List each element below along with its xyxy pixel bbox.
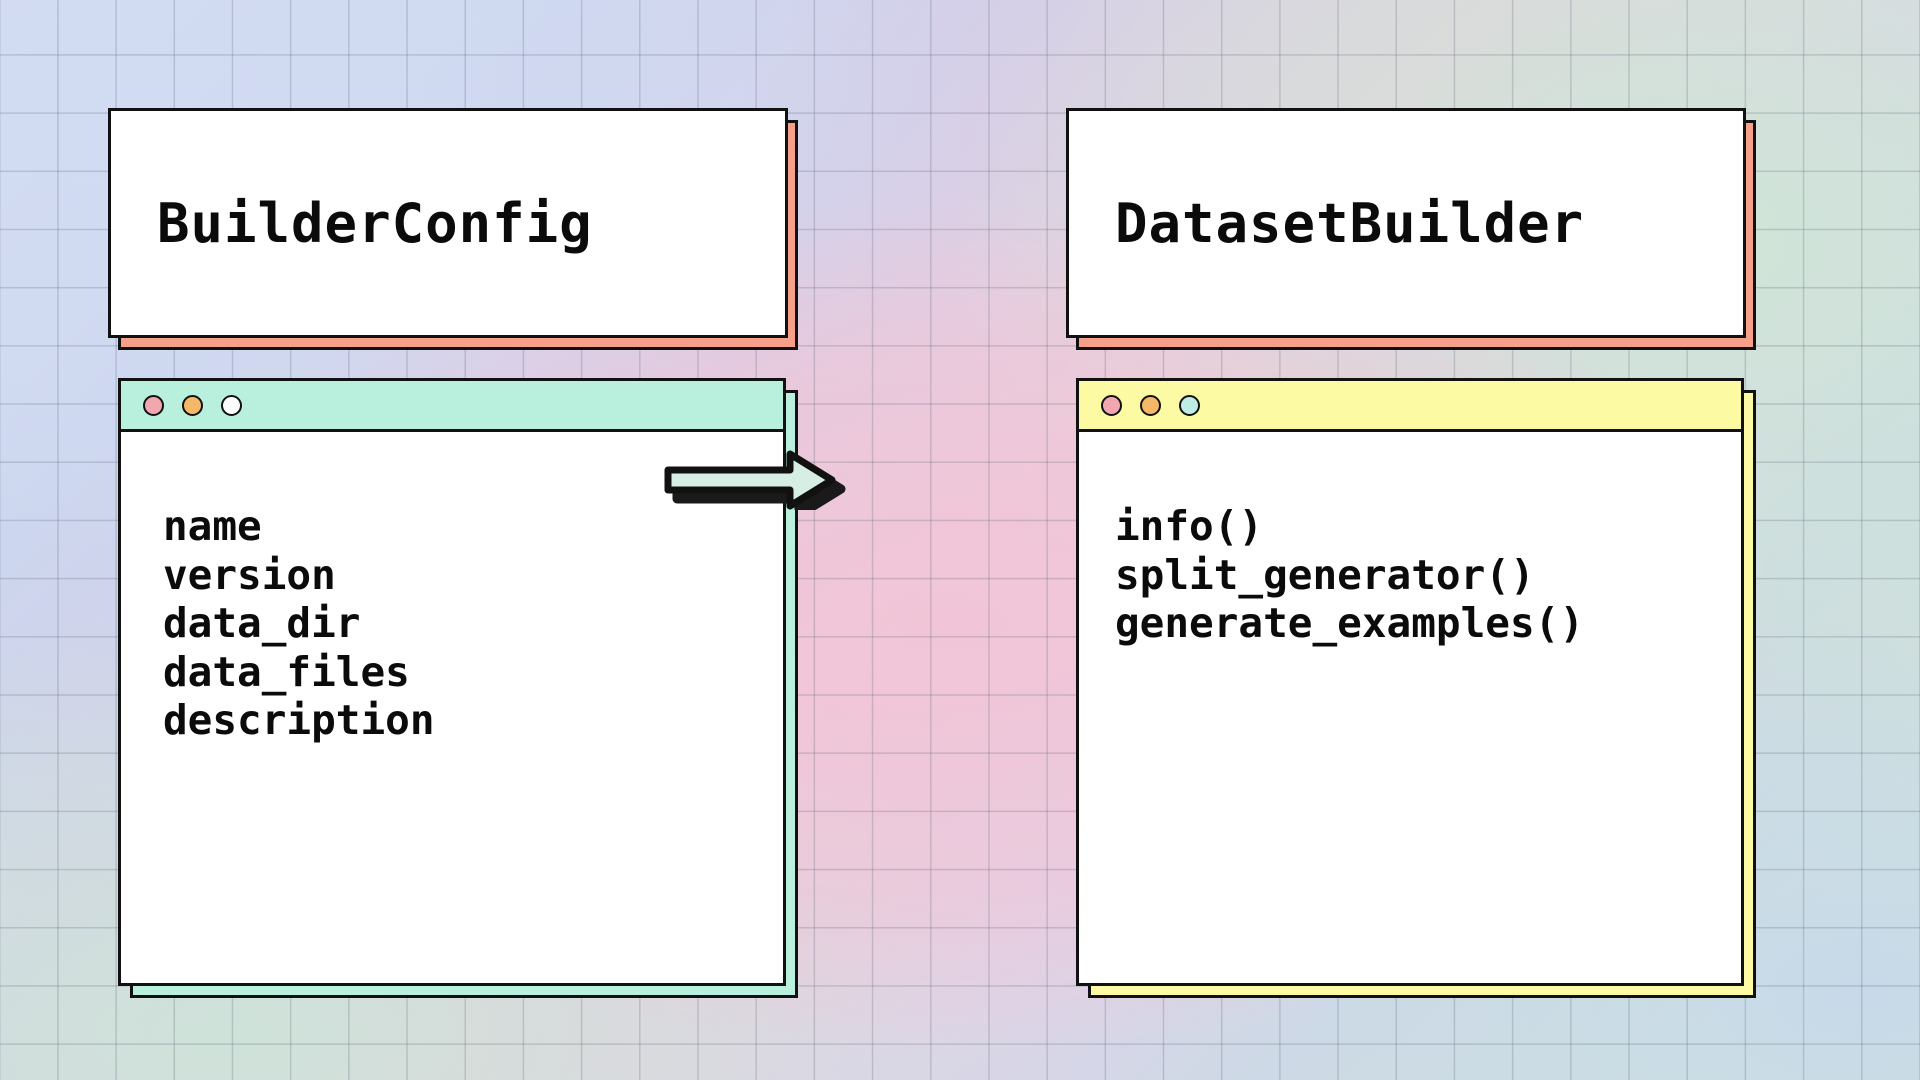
list-item: data_dir: [163, 599, 361, 647]
list-item: generate_examples(): [1115, 599, 1584, 647]
title-card-label-dataset-builder: DatasetBuilder: [1115, 191, 1585, 255]
list-item: description: [163, 696, 435, 744]
close-dot[interactable]: [143, 394, 164, 416]
arrow-body: [664, 450, 836, 510]
maximize-dot[interactable]: [221, 394, 242, 416]
window-titlebar-dataset-builder-methods[interactable]: [1079, 381, 1741, 432]
maximize-dot[interactable]: [1179, 394, 1200, 416]
window-body-builder-config-members: name version data_dir data_files descrip…: [121, 432, 783, 983]
list-item: version: [163, 550, 336, 599]
connector-arrow-wrapper: [660, 440, 860, 510]
list-item: split_generator(): [1115, 550, 1535, 599]
list-item: name: [163, 502, 262, 550]
list-item: data_files: [163, 647, 410, 696]
window-dataset-builder-methods[interactable]: info() split_generator() generate_exampl…: [1076, 378, 1744, 986]
window-body-dataset-builder-methods: info() split_generator() generate_exampl…: [1079, 432, 1741, 983]
minimize-dot[interactable]: [182, 394, 203, 416]
title-card-dataset-builder[interactable]: DatasetBuilder: [1066, 108, 1746, 338]
minimize-dot[interactable]: [1140, 394, 1161, 416]
close-dot[interactable]: [1101, 394, 1122, 416]
arrow-right-icon: [664, 450, 846, 510]
title-card-builder-config[interactable]: BuilderConfig: [108, 108, 788, 338]
title-card-label-builder-config: BuilderConfig: [157, 191, 593, 255]
window-titlebar-builder-config-members[interactable]: [121, 381, 783, 432]
list-item: info(): [1115, 502, 1264, 550]
